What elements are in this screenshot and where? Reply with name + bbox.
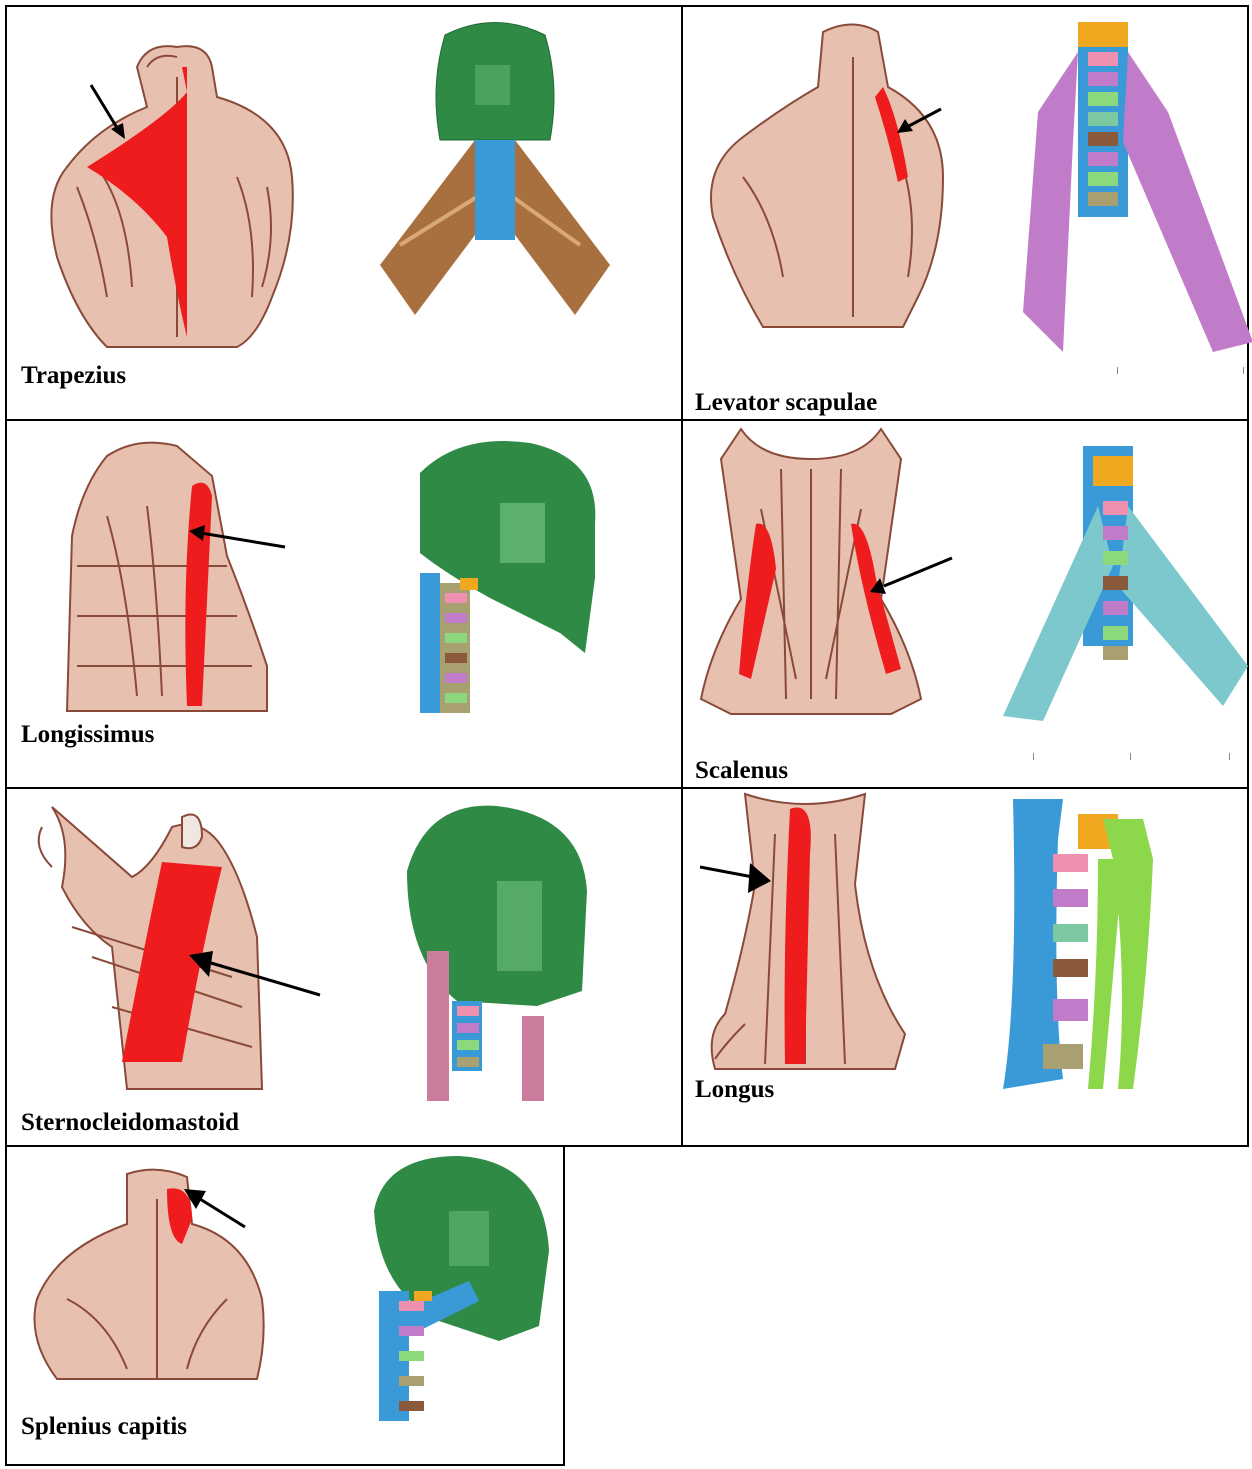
- cell-longus: Longus: [683, 789, 1247, 1145]
- arrow-icon: [698, 859, 773, 895]
- tick-mark: [1033, 753, 1034, 760]
- arrow-icon: [893, 105, 943, 135]
- cell-label: Sternocleidomastoid: [21, 1109, 239, 1137]
- cell-label: Longus: [695, 1076, 774, 1104]
- cell-label: Levator scapulae: [695, 389, 877, 417]
- table-border-bottom: [5, 1464, 565, 1466]
- cell-label: Trapezius: [21, 362, 126, 390]
- tick-mark: [1130, 753, 1131, 760]
- model-render: [1023, 12, 1252, 352]
- tick-mark: [1229, 753, 1230, 760]
- arrow-icon: [187, 521, 287, 551]
- table-border-right-last: [563, 1145, 565, 1466]
- arrow-icon: [868, 556, 953, 596]
- model-render: [1003, 446, 1248, 721]
- cell-splenius-capitis: Splenius capitis: [7, 1147, 563, 1464]
- arrow-icon: [182, 1187, 247, 1229]
- cell-trapezius: Trapezius: [7, 7, 681, 419]
- model-render: [359, 1151, 559, 1426]
- anatomy-illustration: [703, 17, 953, 327]
- model-render: [380, 15, 610, 315]
- anatomy-illustration: [32, 807, 262, 1089]
- anatomy-illustration: [705, 794, 910, 1069]
- anatomy-illustration: [37, 37, 307, 347]
- cell-levator-scapulae: Levator scapulae: [683, 7, 1247, 419]
- model-render: [1003, 799, 1163, 1099]
- model-render: [400, 433, 600, 713]
- model-render: [397, 801, 592, 1101]
- cell-label: Longissimus: [21, 721, 154, 749]
- cell-label: Splenius capitis: [21, 1413, 187, 1441]
- tick-mark: [1243, 367, 1244, 374]
- cell-scalenus: Scalenus: [683, 421, 1247, 787]
- arrow-icon: [89, 83, 129, 143]
- anatomy-illustration: [67, 436, 267, 711]
- arrow-icon: [187, 949, 322, 999]
- cell-longissimus: Longissimus: [7, 421, 681, 787]
- cell-label: Scalenus: [695, 757, 788, 785]
- cell-sternocleidomastoid: Sternocleidomastoid: [7, 789, 681, 1145]
- tick-mark: [1117, 367, 1118, 374]
